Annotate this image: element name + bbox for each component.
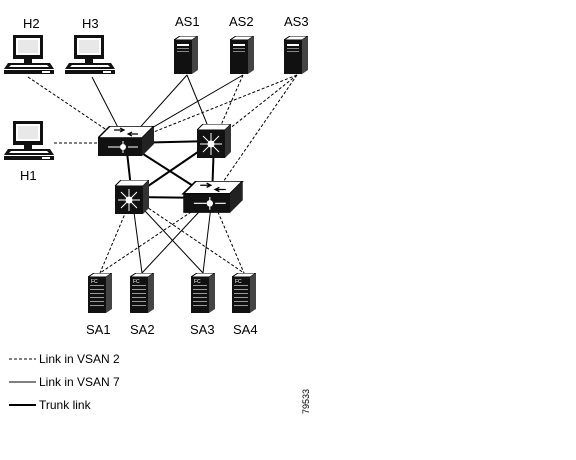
link-vsan2-as3-sw-a [125, 74, 298, 144]
server-label: AS1 [175, 14, 200, 29]
server-as3[interactable]: AS3 [284, 14, 309, 74]
link-vsan2-sw-c-sa1 [99, 196, 133, 274]
storage-label: SA1 [86, 322, 111, 337]
link-vsan2-as3-sw-b [213, 74, 298, 142]
storage-sa1[interactable]: FC SA1 [86, 273, 112, 337]
host-label: H2 [23, 16, 40, 31]
server-as1[interactable]: AS1 [174, 14, 200, 74]
fc-badge: FC [235, 279, 242, 285]
fc-badge: FC [133, 279, 140, 285]
links-layer [27, 74, 298, 274]
storage-sa4[interactable]: FC SA4 [232, 273, 258, 337]
server-tower-icon [230, 36, 254, 74]
legend-label: Trunk link [39, 398, 92, 412]
legend-item-trunk: Trunk link [9, 398, 92, 412]
storage-label: SA3 [190, 322, 215, 337]
legend: Link in VSAN 2 Link in VSAN 7 Trunk link [9, 352, 120, 412]
host-label: H3 [82, 16, 99, 31]
server-label: AS2 [229, 14, 254, 29]
fabric-switch-icon [98, 126, 154, 157]
legend-item-vsan7: Link in VSAN 7 [9, 375, 120, 389]
director-switch-icon [115, 180, 149, 214]
switch-c[interactable] [115, 180, 149, 214]
link-vsan2-sw-d-sa4 [211, 197, 245, 274]
host-h1[interactable]: H1 [4, 121, 54, 183]
switch-a[interactable] [98, 126, 154, 157]
switch-b[interactable] [197, 124, 231, 158]
link-vsan2-sw-c-sa4 [131, 196, 245, 274]
storage-sa3[interactable]: FC SA3 [190, 273, 215, 337]
legend-label: Link in VSAN 7 [39, 375, 120, 389]
legend-label: Link in VSAN 2 [39, 352, 120, 366]
storage-sa2[interactable]: FC SA2 [130, 273, 155, 337]
switch-d[interactable] [182, 181, 244, 214]
workstation-icon [4, 121, 54, 160]
figure-id: 79533 [301, 389, 311, 414]
server-as2[interactable]: AS2 [229, 14, 254, 74]
server-label: AS3 [284, 14, 309, 29]
host-h3[interactable]: H3 [65, 16, 115, 74]
workstation-icon [65, 35, 115, 74]
fc-badge: FC [91, 279, 98, 285]
server-tower-icon [174, 36, 198, 74]
host-h2[interactable]: H2 [4, 16, 54, 74]
storage-label: SA4 [233, 322, 258, 337]
fc-badge: FC [194, 279, 201, 285]
workstation-icon [4, 35, 54, 74]
host-label: H1 [20, 168, 37, 183]
legend-item-vsan2: Link in VSAN 2 [9, 352, 120, 366]
server-tower-icon [284, 36, 308, 74]
storage-label: SA2 [130, 322, 155, 337]
fabric-switch-icon [182, 181, 244, 214]
director-switch-icon [197, 124, 231, 158]
